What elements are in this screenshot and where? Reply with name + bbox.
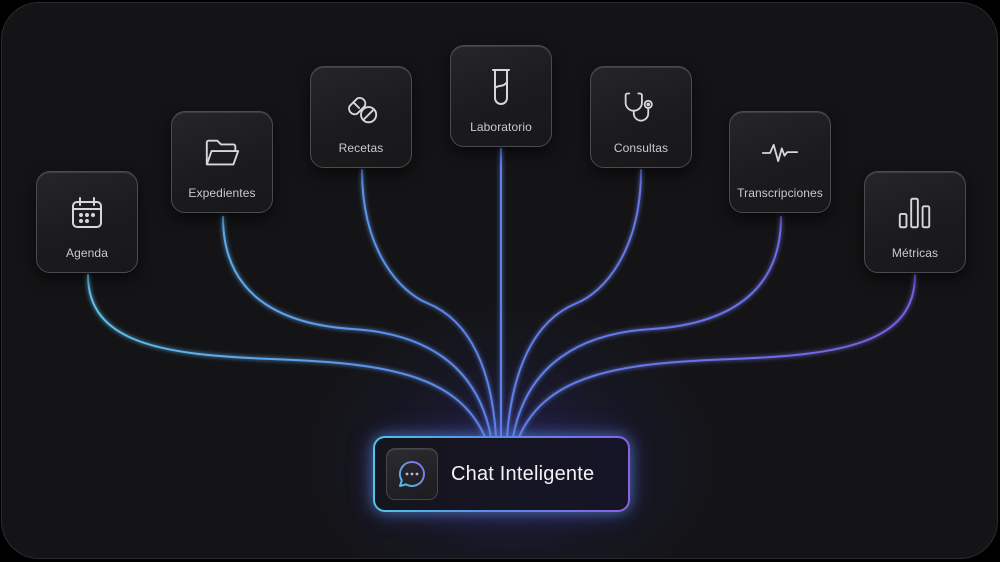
wire-metricas	[518, 274, 916, 438]
node-label: Recetas	[338, 141, 384, 155]
node-label: Consultas	[613, 141, 669, 155]
hub-title: Chat Inteligente	[451, 462, 595, 485]
node-agenda[interactable]: Agenda	[36, 171, 138, 273]
wire-transcripciones	[512, 216, 782, 438]
node-recetas[interactable]: Recetas	[310, 66, 412, 168]
wire-expedientes	[222, 216, 492, 438]
wire-consultas	[506, 169, 642, 438]
node-consultas[interactable]: Consultas	[590, 66, 692, 168]
node-laboratorio[interactable]: Laboratorio	[450, 45, 552, 147]
node-label: Laboratorio	[470, 120, 532, 134]
node-label: Transcripciones	[737, 186, 823, 200]
stethoscope-icon	[622, 89, 660, 127]
node-expedientes[interactable]: Expedientes	[171, 111, 273, 213]
wire-recetas	[361, 169, 497, 438]
node-transcripciones[interactable]: Transcripciones	[729, 111, 831, 213]
chat-bubble-dots-icon	[386, 448, 438, 500]
waveform-icon	[761, 134, 799, 172]
hub-chat-inteligente[interactable]: Chat Inteligente	[373, 436, 630, 512]
connector-lines	[87, 148, 916, 438]
node-label: Métricas	[891, 246, 939, 260]
calendar-icon	[68, 194, 106, 232]
node-metricas[interactable]: Métricas	[864, 171, 966, 273]
pill-icon	[342, 89, 380, 127]
node-label: Agenda	[66, 246, 108, 260]
wire-agenda	[87, 274, 486, 438]
folder-open-icon	[203, 134, 241, 172]
node-label: Expedientes	[188, 186, 256, 200]
test-tube-icon	[482, 68, 520, 106]
bar-chart-icon	[896, 194, 934, 232]
